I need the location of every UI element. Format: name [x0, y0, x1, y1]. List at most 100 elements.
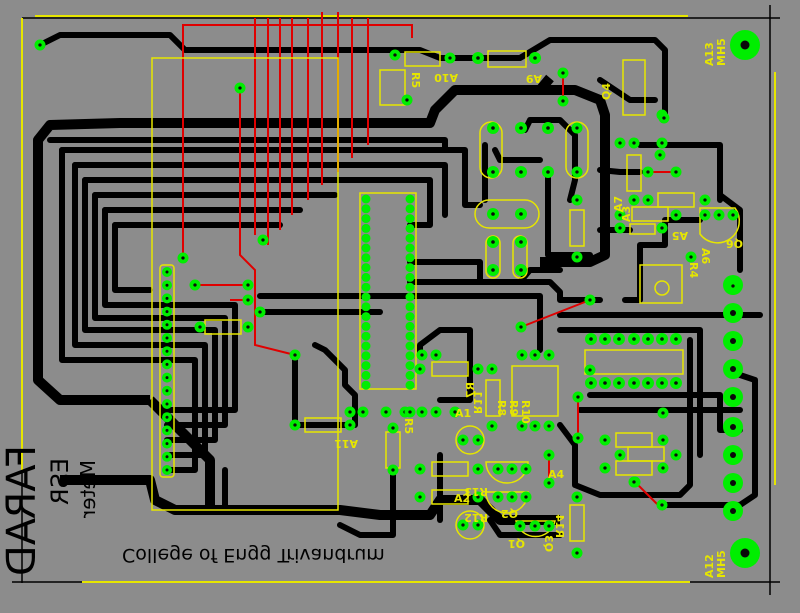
drill-hole [546, 170, 550, 174]
mcu-pin [361, 204, 371, 214]
mcu-pin [361, 361, 371, 371]
drill-hole [246, 298, 250, 302]
mcu-pin [361, 214, 371, 224]
label-mh5-bottom: MH5 [715, 550, 728, 578]
drill-hole [165, 468, 169, 472]
drill-hole [575, 126, 579, 130]
drill-hole [632, 381, 636, 385]
drill-hole [476, 523, 480, 527]
drill-hole [490, 424, 494, 428]
mcu-pin [405, 370, 415, 380]
drill-hole [418, 467, 422, 471]
drill-hole [519, 268, 523, 272]
drill-hole [730, 452, 736, 458]
component-labels: R5 A10 A9 Q4 A7 A3 A5 Q6 A6 R4 A13 MH5 A… [334, 38, 743, 578]
mcu-pin [405, 282, 415, 292]
drill-hole [575, 551, 579, 555]
mcu-pin [405, 272, 415, 282]
mcu-pin [405, 204, 415, 214]
drill-hole [730, 424, 736, 430]
drill-hole [348, 410, 352, 414]
drill-hole [533, 524, 537, 528]
drill-hole [491, 240, 495, 244]
label-r7: R7 [464, 382, 477, 398]
drill-hole [258, 310, 262, 314]
drill-hole [658, 153, 662, 157]
drill-hole [348, 423, 352, 427]
drill-hole [38, 43, 42, 47]
mcu-pin [405, 341, 415, 351]
drill-hole [603, 381, 607, 385]
mcu-pin [405, 312, 415, 322]
drill-hole [646, 381, 650, 385]
drill-hole [661, 411, 665, 415]
drill-hole [730, 338, 736, 344]
drill-hole [165, 323, 169, 327]
board-outline [12, 5, 780, 595]
drill-hole [246, 325, 250, 329]
drill-hole [730, 394, 736, 400]
drill-hole [361, 410, 365, 414]
mcu-pin [405, 194, 415, 204]
drill-hole [391, 468, 395, 472]
mcu-pin [405, 214, 415, 224]
drill-hole [618, 213, 622, 217]
drill-hole [533, 353, 537, 357]
drill-hole [510, 495, 514, 499]
drill-hole [520, 353, 524, 357]
title-farad: FARAD [0, 445, 45, 576]
label-a9: A9 [526, 72, 542, 85]
drill-hole [547, 524, 551, 528]
mcu-pin [405, 380, 415, 390]
label-r11: R11 [471, 390, 484, 414]
drill-hole [589, 337, 593, 341]
drill-hole [588, 298, 592, 302]
drill-hole [491, 126, 495, 130]
drill-hole [165, 362, 169, 366]
drill-hole [434, 410, 438, 414]
drill-hole [238, 86, 242, 90]
label-r8: R8 [495, 400, 508, 416]
drill-hole [689, 255, 693, 259]
drill-hole [603, 337, 607, 341]
drill-hole [576, 395, 580, 399]
drill-hole [384, 410, 388, 414]
mcu-pin [361, 351, 371, 361]
drill-hole [603, 466, 607, 470]
copper-traces [33, 32, 763, 538]
label-r14: R14 [553, 514, 566, 538]
drill-hole [246, 283, 250, 287]
drill-hole [408, 410, 412, 414]
drill-hole [660, 141, 664, 145]
title-block: FARAD ESR Meter College of Engg Trivandr… [0, 445, 385, 576]
label-r9: R9 [507, 400, 520, 416]
drill-hole [165, 296, 169, 300]
drill-hole [646, 337, 650, 341]
mcu-pin [361, 272, 371, 282]
drill-hole [717, 213, 721, 217]
drill-hole [547, 353, 551, 357]
drill-hole [589, 381, 593, 385]
drill-hole [661, 438, 665, 442]
drill-hole [575, 255, 579, 259]
mcu-pin [405, 223, 415, 233]
drill-hole [561, 71, 565, 75]
drill-hole [561, 99, 565, 103]
drill-hole [740, 548, 750, 558]
drill-hole [165, 415, 169, 419]
drill-hole [674, 337, 678, 341]
label-q3: Q3 [542, 535, 555, 552]
drill-hole [165, 455, 169, 459]
drill-hole [476, 495, 480, 499]
mcu-pin [361, 292, 371, 302]
drill-hole [632, 141, 636, 145]
label-q2: Q2 [501, 507, 518, 520]
drill-hole [703, 213, 707, 217]
drill-hole [730, 310, 736, 316]
drill-hole [730, 508, 736, 514]
label-q6: Q6 [726, 237, 743, 250]
lcd-module-outline [151, 57, 339, 511]
title-meter: Meter [76, 460, 100, 519]
drill-hole [496, 495, 500, 499]
